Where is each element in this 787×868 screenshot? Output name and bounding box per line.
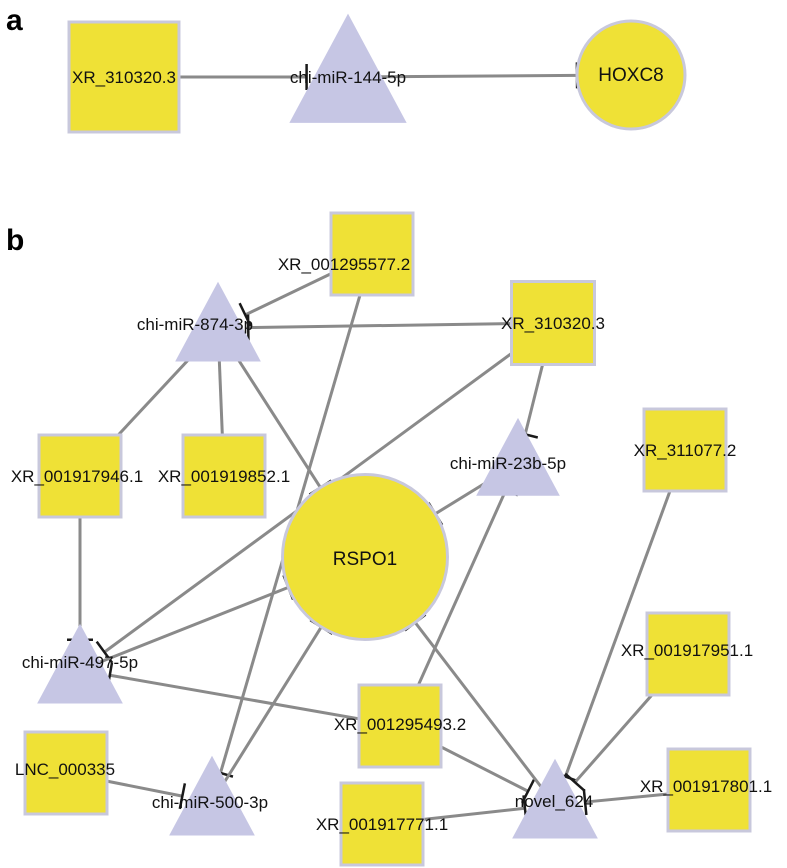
b-node-novel624: [512, 758, 598, 839]
node-label: LNC_000335: [15, 760, 115, 779]
edge-line: [563, 449, 687, 778]
node-label: XR_001295577.2: [278, 255, 410, 274]
edge-line: [79, 586, 289, 672]
a-node-a_hoxc8: [575, 19, 687, 131]
node-label: chi-miR-144-5p: [290, 68, 406, 87]
node-label: XR_311077.2: [634, 441, 737, 460]
node-label: XR_001295493.2: [334, 715, 466, 734]
panel-label-a: a: [6, 4, 23, 37]
inhibition-bar: [582, 789, 588, 816]
nodes-layer: [23, 13, 752, 867]
node-label: XR_310320.3: [501, 314, 605, 333]
b-node-mir497: [37, 623, 123, 704]
b-node-xr001917946: [37, 433, 123, 519]
b-node-mir874: [175, 281, 261, 362]
a-node-a_mir144: [289, 13, 407, 123]
node-label: XR_001917946.1: [11, 467, 143, 486]
b-node-lnc000335: [23, 730, 109, 816]
b-node-xr310320: [510, 280, 596, 366]
node-label: chi-miR-500-3p: [152, 793, 268, 812]
inhibition-bar: [564, 772, 586, 792]
node-label: chi-miR-497-5p: [22, 653, 138, 672]
edge-line: [109, 673, 401, 728]
node-label: HOXC8: [598, 65, 663, 86]
node-label: XR_310320.3: [72, 68, 176, 87]
node-label: XR_001917771.1: [316, 815, 448, 834]
b-node-xr001917951: [645, 611, 731, 697]
b-node-xr001919852: [181, 433, 267, 519]
node-label: XR_001917951.1: [621, 641, 753, 660]
edges-layer: [65, 62, 710, 826]
b-node-xr001917771: [339, 781, 425, 867]
labels-layer: XR_310320.3 chi-miR-144-5p HOXC8XR_0012955…: [11, 65, 772, 834]
edge-line: [347, 73, 578, 79]
b-node-xr001295493: [357, 683, 443, 769]
panel-label-b: b: [6, 224, 24, 257]
edge-line: [248, 321, 554, 330]
edge-line: [413, 621, 557, 806]
node-label: XR_001917801.1: [640, 777, 772, 796]
b-node-rspo1: [281, 473, 449, 641]
b-node-mir23b: [476, 417, 560, 496]
node-label: XR_001919852.1: [158, 467, 290, 486]
b-node-xr001917801: [666, 747, 752, 833]
b-node-mir500: [169, 755, 255, 836]
inhibition-bar: [178, 783, 187, 810]
node-label: chi-miR-23b-5p: [450, 454, 566, 473]
a-node-a_xr310320: [67, 20, 181, 134]
b-node-xr001295577: [329, 211, 415, 297]
node-label: chi-miR-874-3p: [137, 315, 253, 334]
node-label: novel_624: [515, 792, 593, 811]
b-node-xr311077: [642, 407, 728, 493]
b-edge-xr310320-mir874: [246, 314, 554, 341]
node-label: RSPO1: [333, 549, 397, 570]
edge-line: [210, 626, 323, 803]
